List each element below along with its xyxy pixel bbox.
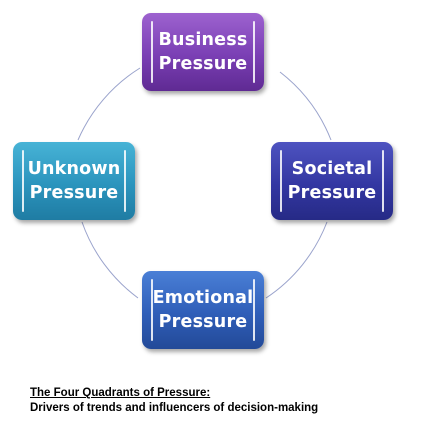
node-societal-line-1: Societal xyxy=(291,159,373,179)
node-business-pressure: Business Pressure xyxy=(142,13,264,91)
node-unknown-line-1: Unknown xyxy=(27,159,121,179)
node-business-line-2: Pressure xyxy=(158,54,248,74)
connector-business-to-societal xyxy=(279,71,332,141)
node-emotional-line-1: Emotional xyxy=(152,288,254,308)
node-emotional-pressure: Emotional Pressure xyxy=(142,271,264,349)
node-unknown-line-2: Pressure xyxy=(29,183,119,203)
node-business-line-1: Business xyxy=(158,30,248,50)
connector-societal-to-emotional xyxy=(265,221,328,299)
node-emotional-line-2: Pressure xyxy=(158,312,248,332)
node-societal-line-2: Pressure xyxy=(287,183,377,203)
connector-unknown-to-business xyxy=(77,67,141,141)
caption-title: The Four Quadrants of Pressure: xyxy=(30,387,211,399)
diagram-caption: The Four Quadrants of Pressure: Drivers … xyxy=(30,386,318,416)
node-societal-pressure: Societal Pressure xyxy=(271,142,393,220)
node-unknown-pressure: Unknown Pressure xyxy=(13,142,135,220)
caption-subtitle: Drivers of trends and influencers of dec… xyxy=(30,402,319,414)
connector-emotional-to-unknown xyxy=(81,221,139,299)
